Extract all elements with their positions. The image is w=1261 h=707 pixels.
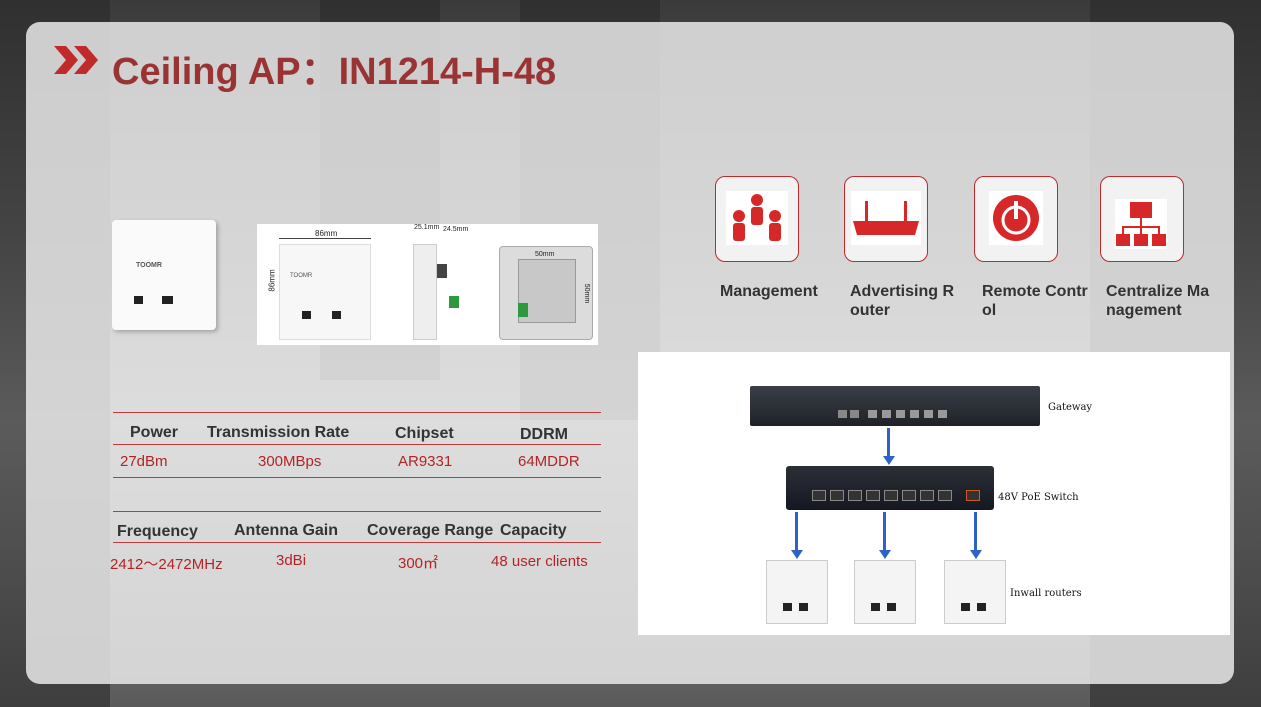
port-icon [162,296,173,304]
port-icon [977,603,986,611]
port-icon [882,410,891,418]
port-icon [961,603,970,611]
spec-value-chipset: AR9331 [398,453,453,470]
spec-header-capacity: Capacity [500,522,567,539]
brand-logo: TOOMR [136,262,162,269]
page-title: Ceiling AP：IN1214-H-48 [112,40,556,95]
side-drawing [413,244,437,340]
port-icon [302,311,311,319]
arrow-down-icon [883,456,895,465]
arrow-line [795,512,798,550]
table-divider [113,412,601,413]
spec-header-coverage-range: Coverage Range [367,522,494,539]
spec-header-transmission-rate: Transmission Rate [207,424,350,441]
port-icon [884,490,898,501]
power-icon [989,191,1043,245]
dim-depth2-label: 24.5mm [443,226,469,233]
people-group-icon [726,191,788,245]
uplink-port-icon [966,490,980,501]
port-icon [910,410,919,418]
port-icon [924,410,933,418]
rear-terminal [518,303,528,317]
feature-management-label: Management [720,283,818,300]
arrow-line [887,428,890,456]
network-diagram: Gateway 48V PoE Switch Inwall routers [638,352,1230,635]
port-icon [848,490,862,501]
arrow-down-icon [791,550,803,559]
title-prefix: Ceiling AP： [112,51,339,93]
spec-value-ddrm: 64MDDR [518,453,580,470]
arrow-down-icon [970,550,982,559]
dim-rear-w-label: 50mm [535,251,555,258]
arrow-line [883,512,886,550]
spec-header-frequency: Frequency [117,523,198,540]
port-icon [938,410,947,418]
dim-width-label: 86mm [315,229,338,238]
feature-centralize-management [1100,176,1184,262]
router-icon [851,191,921,245]
poe-switch-device [786,466,994,510]
gateway-label: Gateway [1048,402,1093,413]
port-icon [920,490,934,501]
spec-header-ddrm: DDRM [520,426,568,443]
port-icon [799,603,808,611]
port-icon [830,490,844,501]
feature-remote-control-label: Remote Control [982,283,1088,319]
front-drawing: TOOMR [279,244,371,340]
port-icon [938,490,952,501]
product-front-photo: TOOMR [112,220,216,330]
drawing-brand: TOOMR [290,273,313,279]
dim-depth1-label: 25.1mm [414,224,440,231]
port-icon [868,410,877,418]
switch-label: 48V PoE Switch [998,492,1079,503]
spec-value-coverage-range: 300㎡ [398,555,439,572]
inwall-router [854,560,916,624]
spec-value-antenna-gain: 3dBi [276,552,307,569]
spec-header-antenna-gain: Antenna Gain [234,522,339,539]
feature-remote-control [974,176,1058,262]
spec-value-capacity: 48 user clients [491,553,588,570]
port-icon [887,603,896,611]
spec-header-power: Power [130,424,179,441]
side-connector [437,264,447,278]
side-terminal [449,296,459,308]
port-icon [838,410,847,418]
port-icon [896,410,905,418]
spec-value-power: 27dBm [120,453,168,470]
table-divider [113,511,601,512]
inwall-label: Inwall routers [1010,588,1082,599]
feature-management [715,176,799,262]
port-icon [850,410,859,418]
port-icon [332,311,341,319]
title-model: IN1214-H-48 [338,51,557,93]
spec-value-frequency: 2412～2472MHz [110,556,223,573]
feature-centralize-management-label: Centralize Management [1106,283,1210,319]
dimension-line [279,238,371,239]
port-icon [812,490,826,501]
gateway-device [750,386,1040,426]
table-divider [113,477,601,478]
inwall-router [766,560,828,624]
dim-height-label: 86mm [267,269,277,292]
table-divider [113,444,601,445]
arrow-line [974,512,977,550]
feature-advertising-router-label: Advertising Router [850,283,955,319]
arrow-down-icon [879,550,891,559]
dim-rear-h-label: 50mm [583,283,591,304]
port-icon [902,490,916,501]
inwall-router [944,560,1006,624]
port-icon [783,603,792,611]
spec-header-chipset: Chipset [395,425,454,442]
port-icon [871,603,880,611]
feature-advertising-router [844,176,928,262]
rear-drawing [499,246,593,340]
network-tree-icon [1115,199,1167,249]
spec-value-transmission-rate: 300MBps [258,453,322,470]
double-chevron-icon [54,46,98,74]
table-divider [113,542,601,543]
dimension-drawings: TOOMR 86mm 86mm 25.1mm 24.5mm 50mm 50mm [257,224,598,345]
port-icon [134,296,143,304]
port-icon [866,490,880,501]
